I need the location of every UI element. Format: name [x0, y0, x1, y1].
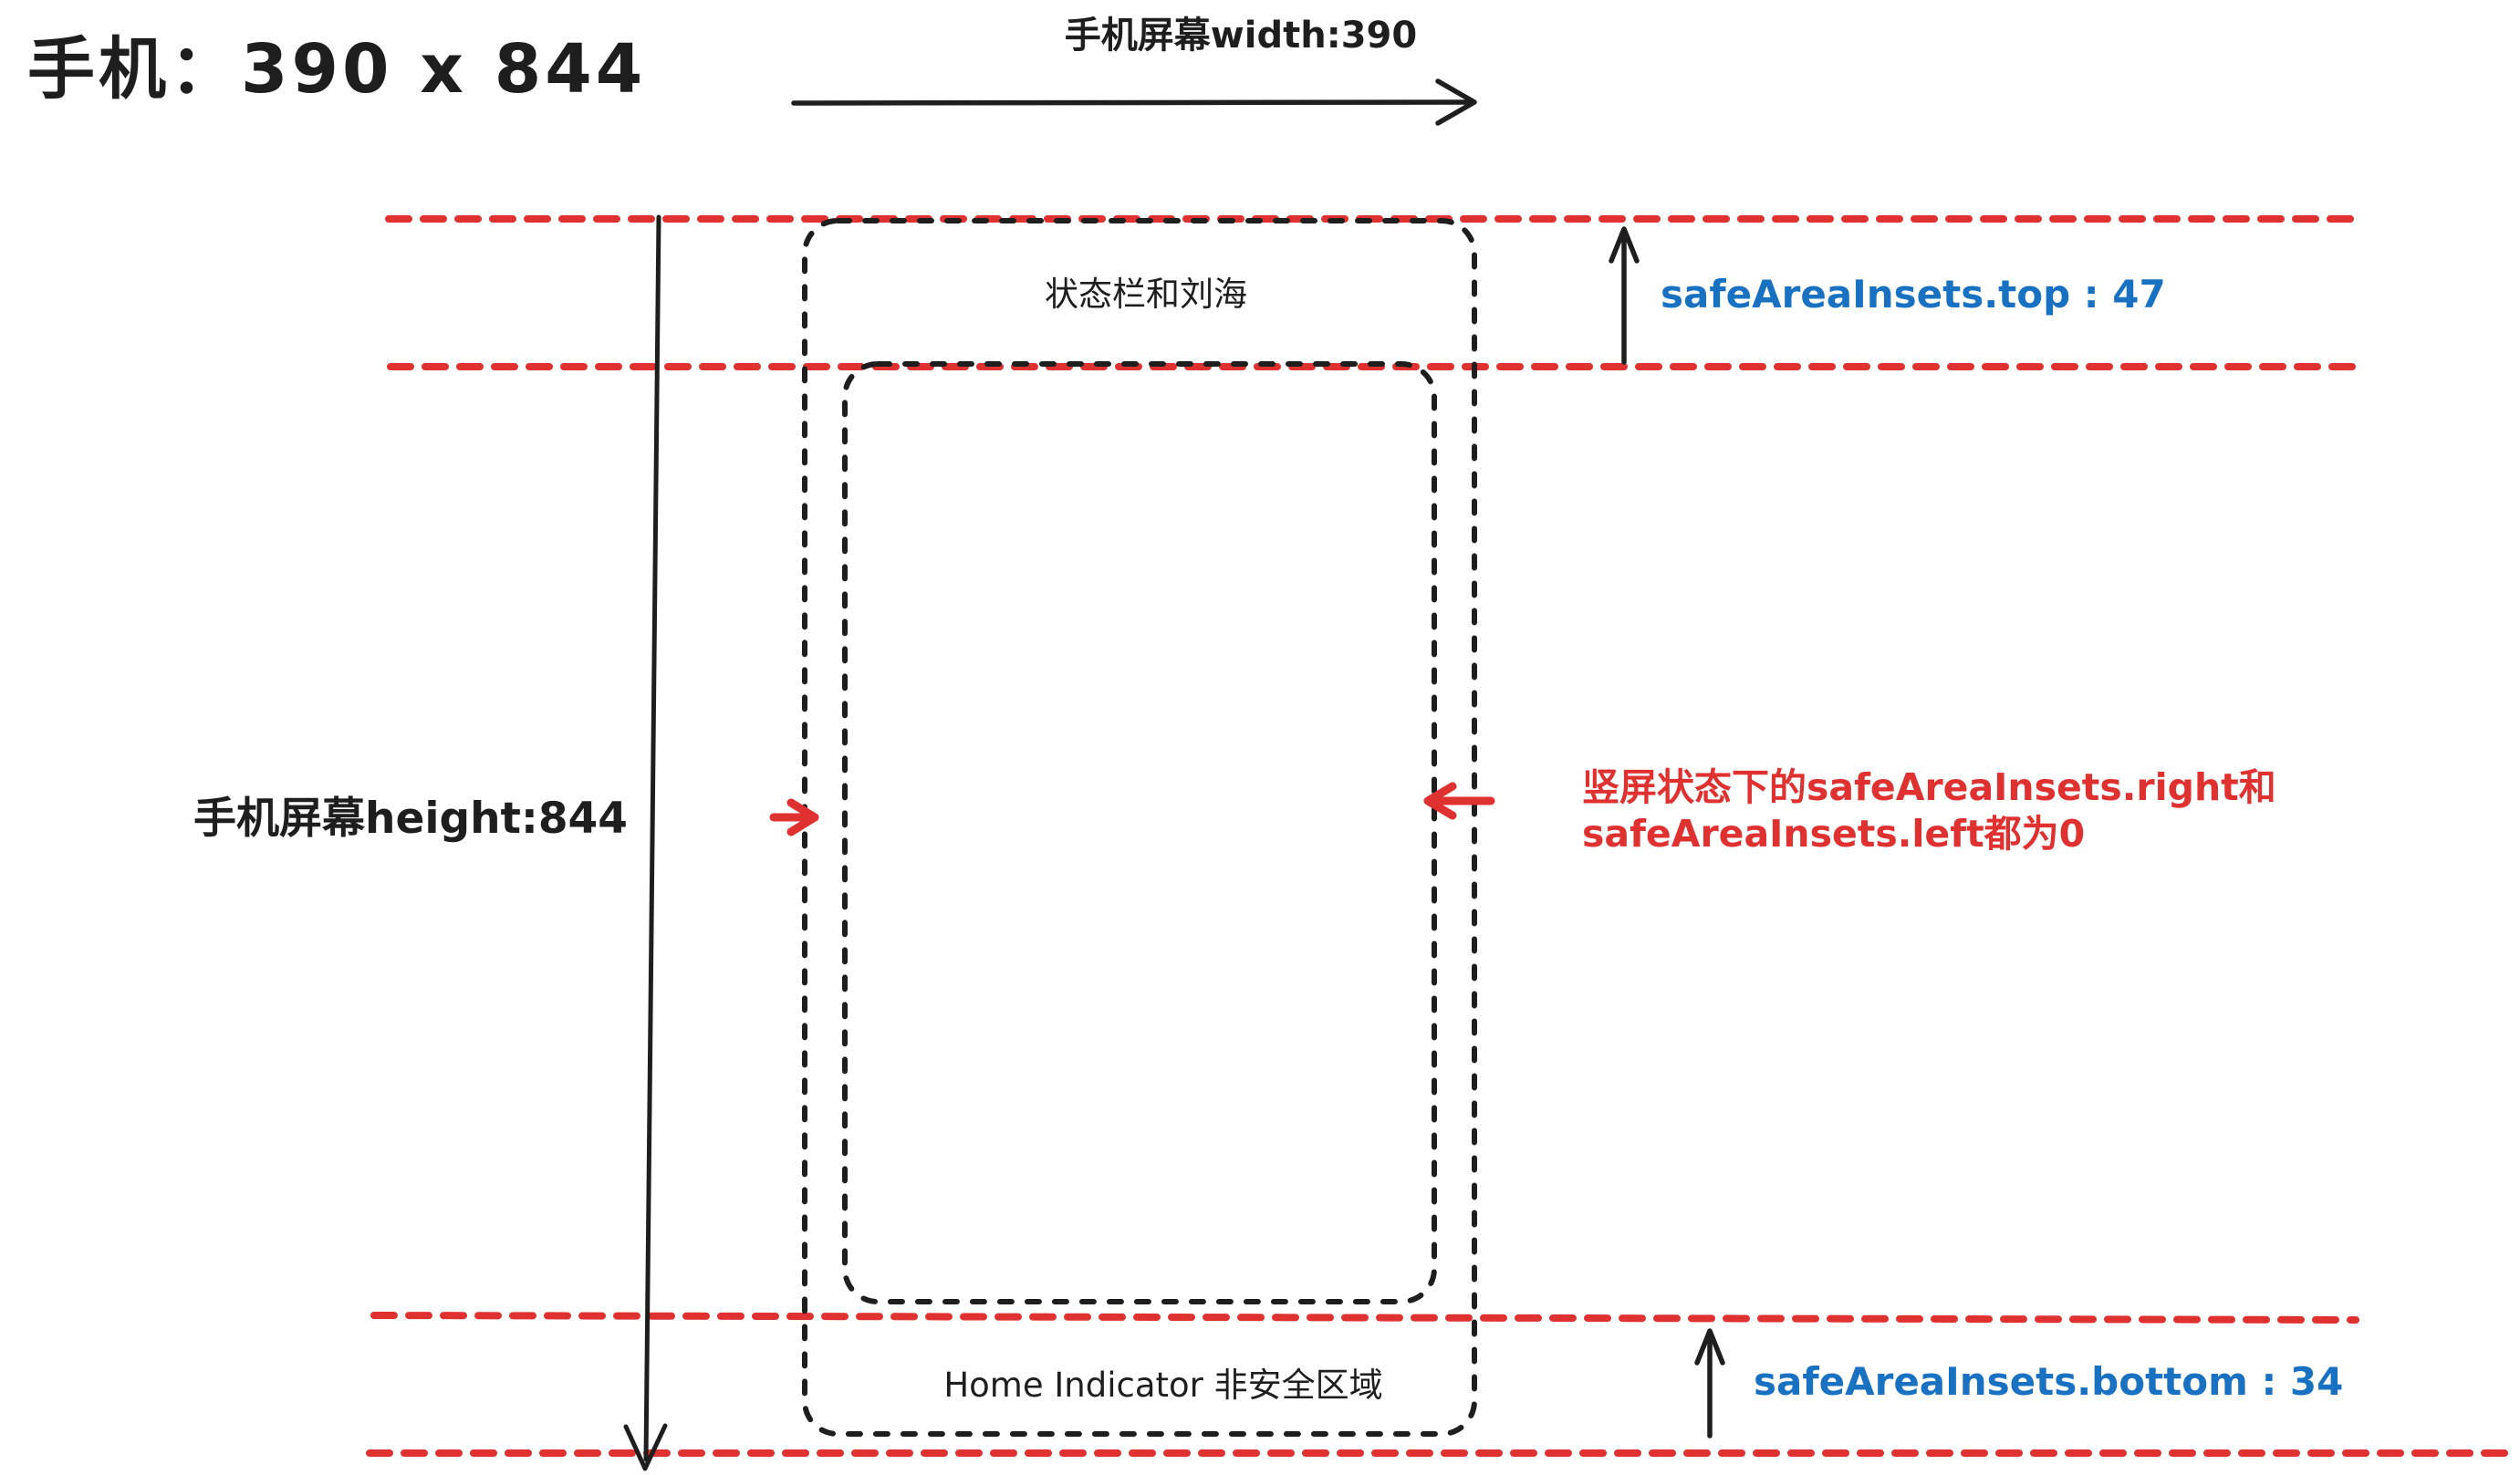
screen-height-label: 手机屏幕height:844: [193, 794, 628, 844]
safe-area-guide-lines: [366, 215, 2517, 1457]
inset-top-label: safeAreaInsets.top : 47: [1661, 272, 2166, 317]
status-bar-label: 状态栏和刘海: [1045, 275, 1247, 314]
screen-width-label: 手机屏幕width:390: [1064, 15, 1418, 57]
inset-bottom-label: safeAreaInsets.bottom : 34: [1754, 1359, 2344, 1404]
height-arrow: [623, 214, 668, 1471]
side-note: 竖屏状态下的safeAreaInsets.right和 safeAreaInse…: [1582, 764, 2276, 857]
home-indicator-label: Home Indicator 非安全区域: [943, 1366, 1383, 1405]
safe-area-outline: [842, 361, 1437, 1304]
guide-line-bottom-inner: [370, 1312, 2359, 1324]
width-arrow: [791, 78, 1477, 126]
phone-screen-outline: [802, 218, 1477, 1437]
inset-bottom-arrow: [1694, 1328, 1725, 1439]
side-note-line1: 竖屏状态下的safeAreaInsets.right和: [1582, 765, 2276, 809]
diagram-title: 手机：390 x 844: [27, 30, 647, 109]
inset-left-arrow: [769, 798, 819, 836]
side-note-line2: safeAreaInsets.left都为0: [1582, 812, 2086, 856]
inset-top-arrow: [1609, 226, 1640, 365]
inset-right-arrow: [1423, 782, 1495, 820]
